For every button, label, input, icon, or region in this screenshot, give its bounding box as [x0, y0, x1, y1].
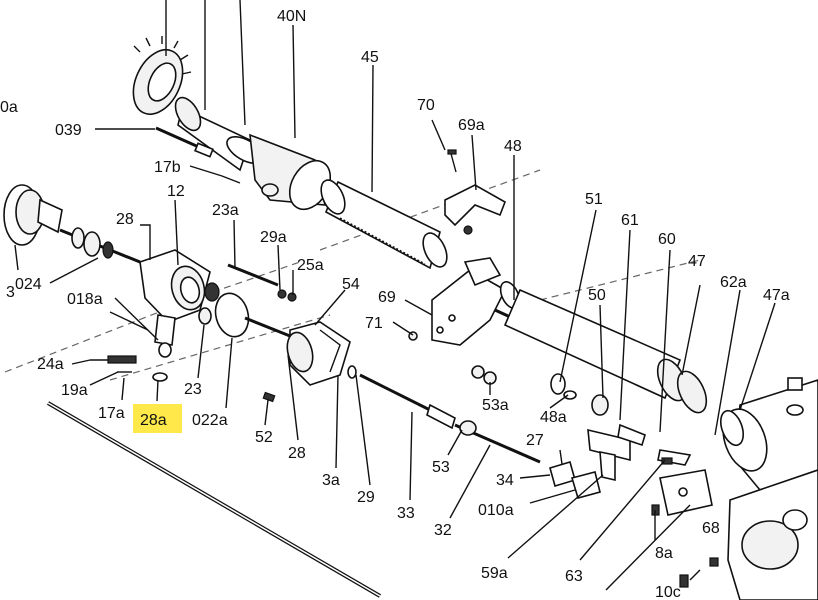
label-54: 54	[342, 276, 360, 293]
label-039: 039	[55, 122, 82, 139]
cylinder-part	[503, 288, 708, 416]
label-23a: 23a	[212, 202, 239, 219]
tube-45-part	[320, 179, 448, 270]
rod-23a-part	[227, 263, 297, 403]
housing-47a-part	[719, 377, 818, 600]
label-17b: 17b	[154, 159, 181, 176]
label-48: 48	[504, 138, 522, 155]
part-labels: 0a 40N 45 70 69a 48 039 17b 12 28 23a 29…	[0, 8, 790, 600]
bushing-34-part	[549, 449, 601, 499]
label-63: 63	[565, 568, 583, 585]
long-rod	[46, 401, 382, 598]
label-28-bottom: 28	[288, 445, 306, 462]
latch-59a-part	[587, 423, 646, 482]
label-47: 47	[688, 253, 706, 270]
label-53: 53	[432, 459, 450, 476]
label-19a: 19a	[61, 382, 88, 399]
label-28a: 28a	[140, 412, 167, 429]
label-50: 50	[588, 287, 606, 304]
bracket-69-part	[431, 257, 507, 346]
label-32: 32	[434, 522, 452, 539]
small-parts-24a-19a-17a	[90, 342, 172, 382]
label-29: 29	[357, 489, 375, 506]
label-010a: 010a	[478, 502, 514, 519]
label-62a: 62a	[720, 274, 747, 291]
housing-54-part	[286, 321, 351, 386]
rod-33-part	[347, 365, 541, 464]
shaft-024-part	[59, 227, 141, 264]
bracket-69a-part	[444, 149, 506, 235]
label-24a: 24a	[37, 356, 64, 373]
label-28-top: 28	[116, 211, 134, 228]
label-45: 45	[361, 49, 379, 66]
label-12: 12	[167, 183, 185, 200]
label-68: 68	[702, 520, 720, 537]
label-022a: 022a	[192, 412, 228, 429]
label-3: 3	[6, 284, 15, 301]
label-23: 23	[184, 381, 202, 398]
label-51: 51	[585, 191, 603, 208]
label-10c: 10c	[655, 584, 681, 600]
label-29a: 29a	[260, 229, 287, 246]
flange-022a-part	[198, 292, 291, 338]
label-48a: 48a	[540, 409, 567, 426]
label-61: 61	[621, 212, 639, 229]
label-60: 60	[658, 231, 676, 248]
label-018a: 018a	[67, 291, 103, 308]
housing-3-part	[3, 184, 63, 246]
label-70: 70	[417, 97, 435, 114]
label-8a: 8a	[655, 545, 673, 562]
label-024: 024	[15, 276, 42, 293]
label-25a: 25a	[297, 257, 324, 274]
assembly-axis-lines	[4, 169, 701, 381]
label-33: 33	[397, 505, 415, 522]
label-53a: 53a	[482, 397, 509, 414]
highlight-28a	[133, 404, 182, 433]
label-69: 69	[378, 289, 396, 306]
label-34: 34	[496, 472, 514, 489]
shaft-039-part	[155, 126, 241, 184]
gear-part	[132, 36, 192, 115]
label-0a: 0a	[0, 99, 18, 116]
label-71: 71	[365, 315, 383, 332]
label-47a: 47a	[763, 287, 790, 304]
label-40n: 40N	[277, 8, 306, 25]
housing-40n-part	[249, 133, 332, 211]
label-52: 52	[255, 429, 273, 446]
housing-12-part	[139, 249, 220, 346]
small-parts-53-53a-48a	[408, 331, 577, 436]
label-59a: 59a	[481, 565, 508, 582]
block-63-part	[657, 449, 713, 516]
label-69a: 69a	[458, 117, 485, 134]
label-27: 27	[526, 432, 544, 449]
label-3a: 3a	[322, 472, 340, 489]
label-17a: 17a	[98, 405, 125, 422]
leader-lines	[14, 0, 776, 591]
